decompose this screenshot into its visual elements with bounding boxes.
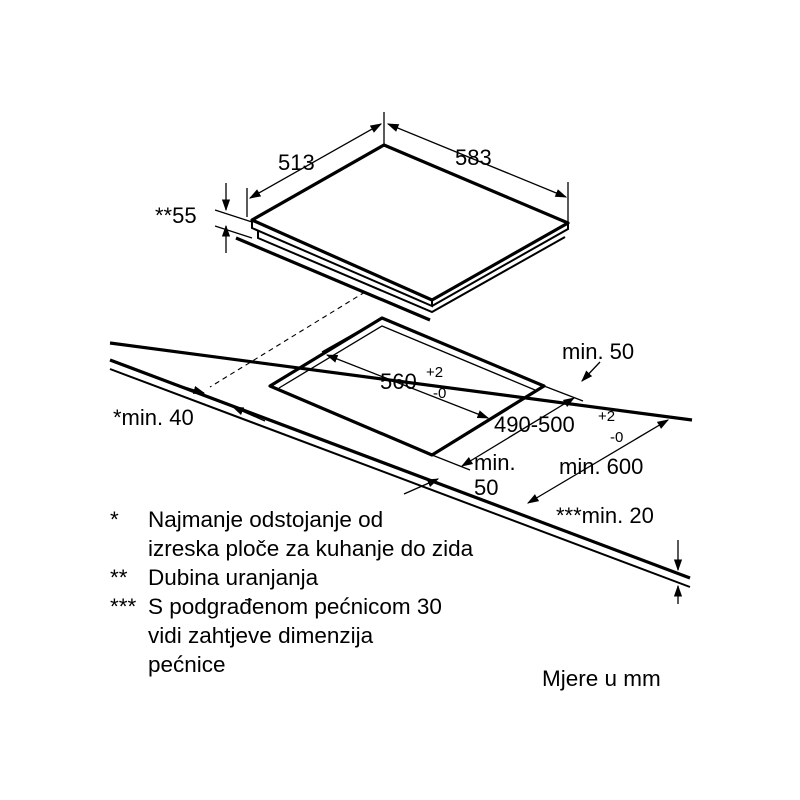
- dim-line-min-front: [403, 478, 440, 495]
- dim-line-min-worktop-depth: [526, 419, 670, 504]
- note-text: Dubina uranjanja: [148, 563, 590, 592]
- dim-min-back: min. 50: [562, 339, 634, 364]
- dim-cutout-width: 560: [380, 369, 417, 394]
- note-text: Najmanje odstojanje od izreska ploče za …: [148, 505, 590, 563]
- hob-base-line: [235, 236, 431, 322]
- note-line: Dubina uranjanja: [148, 565, 319, 590]
- dim-min-front-line1: min.: [474, 450, 516, 475]
- notes-list: * Najmanje odstojanje od izreska ploče z…: [110, 505, 590, 679]
- note-line: vidi zahtjeve dimenzija: [148, 623, 374, 648]
- note-item: ** Dubina uranjanja: [110, 563, 590, 592]
- dim-cutout-width-tol-minus: -0: [433, 385, 446, 402]
- note-item: * Najmanje odstojanje od izreska ploče z…: [110, 505, 590, 563]
- dim-line-cutout-depth: [460, 397, 576, 467]
- dim-line-min-side: [167, 381, 206, 394]
- dim-min-worktop-depth: min. 600: [559, 454, 643, 479]
- dim-min-side: *min. 40: [113, 405, 194, 430]
- dim-recess-depth: **55: [155, 203, 197, 228]
- worktop-front-edge: [109, 358, 691, 580]
- hob-body: [257, 231, 566, 314]
- note-mark: *: [110, 507, 119, 532]
- note-line: izreska ploče za kuhanje do zida: [148, 536, 474, 561]
- note-mark: ***: [110, 594, 137, 619]
- units-label: Mjere u mm: [542, 666, 661, 691]
- dim-cutout-depth: 490-500: [494, 412, 575, 437]
- note-mark: **: [110, 565, 128, 590]
- note-text: S podgrađenom pećnicom 30 vidi zahtjeve …: [148, 592, 590, 679]
- dim-cutout-depth-tol-plus: +2: [598, 408, 615, 425]
- dim-cutout-depth-tol-minus: -0: [610, 429, 623, 446]
- dim-hob-width: 583: [455, 145, 492, 170]
- dim-min-front-line2: 50: [474, 475, 498, 500]
- dim-line-hob-depth: [248, 123, 383, 199]
- note-line: pećnice: [148, 652, 226, 677]
- note-item: *** S podgrađenom pećnicom 30 vidi zahtj…: [110, 592, 590, 679]
- dim-min-worktop-thickness: ***min. 20: [556, 503, 654, 528]
- worktop-front-edge-lower: [109, 368, 691, 588]
- dim-line-min-side-2: [231, 406, 266, 422]
- note-line: S podgrađenom pećnicom 30: [148, 594, 442, 619]
- hob-front-edge: [251, 220, 433, 308]
- note-line: Najmanje odstojanje od: [148, 507, 384, 532]
- dim-line-min-back: [581, 361, 601, 382]
- dim-line-hob-width: [386, 123, 568, 198]
- dim-hob-depth: 513: [278, 150, 315, 175]
- hob-right-edge: [431, 223, 569, 307]
- projection-line: [209, 291, 366, 388]
- dim-cutout-width-tol-plus: +2: [426, 364, 443, 381]
